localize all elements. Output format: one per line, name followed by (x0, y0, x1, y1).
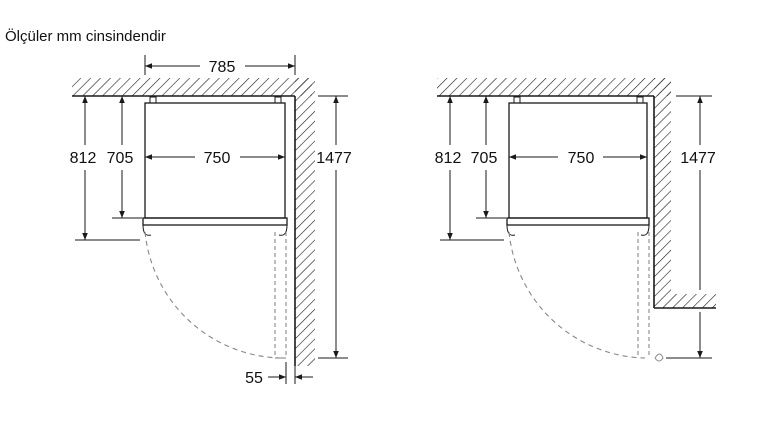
right-spacer-right (636, 96, 644, 104)
right-750-label: 750 (568, 150, 595, 167)
left-fridge-door (142, 217, 288, 226)
left-55-label: 55 (245, 370, 263, 387)
right-side-wall-hatch (654, 78, 671, 294)
units-caption: Ölçüler mm cinsindendir (5, 27, 166, 45)
left-spacer-right (274, 96, 282, 104)
left-1477-label: 1477 (316, 150, 352, 167)
right-drawing: 750 812 705 1477 (435, 78, 716, 362)
right-1477-label: 1477 (680, 150, 716, 167)
left-side-wall-hatch (295, 78, 315, 366)
right-top-wall-hatch (437, 78, 671, 96)
right-hinge-right (640, 224, 650, 236)
right-door-swing-arc (508, 231, 646, 359)
right-812-label: 812 (435, 150, 462, 167)
right-step-wall-hatch (654, 294, 716, 308)
left-hinge-left (142, 224, 152, 236)
right-705-label: 705 (471, 150, 498, 167)
right-hinge-left (506, 224, 516, 236)
right-fridge-door (506, 217, 650, 226)
left-top-wall-hatch (72, 78, 312, 96)
left-spacer-left (149, 96, 157, 104)
right-spacer-left (513, 96, 521, 104)
left-705-label: 705 (107, 150, 134, 167)
left-750-label: 750 (204, 150, 231, 167)
left-door-swing-arc (144, 231, 281, 359)
right-door-handle-mark (654, 353, 664, 362)
left-hinge-right (278, 224, 288, 236)
left-drawing: 785 750 812 705 1477 55 (70, 55, 352, 387)
left-812-label: 812 (70, 150, 97, 167)
left-785-label: 785 (209, 59, 236, 76)
